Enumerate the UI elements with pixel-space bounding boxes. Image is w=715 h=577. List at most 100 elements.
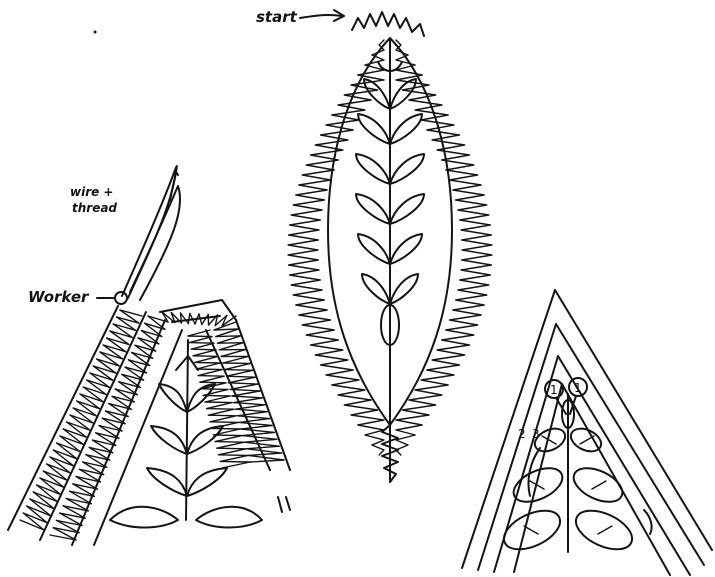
braid-hatch — [30, 499, 54, 509]
braid-cross — [241, 429, 274, 432]
braid-hatch — [208, 409, 234, 415]
braid-cross — [37, 485, 57, 502]
braid-hatch — [221, 350, 245, 357]
braid-hatch — [70, 415, 93, 423]
braid-hatch — [215, 436, 242, 442]
worker-leaflet-bottom-left — [110, 507, 178, 528]
worker-leaflet-right — [187, 468, 227, 496]
braid-hatch — [27, 506, 51, 516]
step-number-2: 2 — [518, 427, 526, 441]
stray-dot — [94, 31, 97, 34]
braid-hatch — [103, 345, 125, 352]
braid-cross — [245, 442, 280, 446]
braid-cross — [246, 449, 281, 453]
braid-cross — [50, 457, 70, 473]
wire-thread-label-line2: thread — [72, 201, 117, 215]
braid-cross — [197, 369, 223, 370]
braid-cross — [40, 478, 60, 494]
wire-loop-inner — [130, 186, 180, 300]
braid-hatch — [57, 443, 80, 452]
braid-cross — [195, 362, 220, 363]
braid-cross — [214, 435, 243, 436]
braid-cross — [207, 409, 234, 410]
braid-hatch — [227, 370, 253, 376]
worker-leaflet-left — [159, 384, 187, 412]
braid-cross — [190, 343, 214, 344]
start-label: start — [256, 8, 298, 26]
braid-cross — [73, 408, 93, 423]
braid-hatch — [77, 401, 100, 409]
braid-cross — [57, 443, 77, 459]
braid-hatch — [20, 520, 44, 530]
braid-hatch — [67, 422, 90, 430]
braid-cross — [53, 450, 73, 466]
braid-hatch — [202, 315, 209, 325]
start-arrow — [300, 15, 342, 18]
leaflet-left — [362, 274, 390, 304]
braid-cross — [217, 448, 246, 449]
braid-cross — [67, 422, 87, 437]
braid-cross — [225, 370, 253, 371]
worker-leaflet-bottom-right — [196, 507, 262, 528]
numbered-steps-diagram: 1 1 2 3 — [462, 290, 712, 575]
braid-cross — [200, 382, 226, 383]
braid-cross — [243, 436, 277, 440]
arrow-icon — [598, 526, 612, 534]
frame-left-2 — [40, 312, 146, 540]
braid-hatch — [197, 363, 221, 369]
braid-cross — [239, 422, 272, 425]
braid-hatch — [188, 314, 190, 324]
braid-hatch — [243, 432, 275, 435]
braid-hatch — [40, 478, 64, 487]
braid-hatch — [60, 436, 83, 444]
worker-leaflet-left — [151, 426, 187, 454]
step-number-1-right: 1 — [574, 381, 582, 395]
braid-cross — [220, 461, 250, 462]
leaflet-left — [364, 79, 390, 109]
leaflet-right — [390, 154, 424, 184]
braid-hatch — [246, 446, 279, 449]
braid-hatch — [73, 408, 96, 416]
braid-hatch — [37, 485, 61, 494]
braid-hatch — [33, 492, 57, 502]
step-stem-left — [556, 398, 566, 414]
leaflet-left — [358, 234, 390, 264]
worker-leaflet-right — [187, 426, 223, 454]
braid-hatch — [80, 394, 103, 402]
braid-hatch — [225, 363, 251, 369]
leaflet-right — [390, 274, 418, 304]
braid-cross — [23, 513, 44, 530]
leaflet-left — [358, 114, 390, 144]
leaf-tip-zigzag — [352, 12, 424, 36]
braid-cross — [188, 336, 212, 337]
braid-cross — [191, 349, 216, 350]
braid-hatch — [248, 453, 281, 455]
step-number-1-left: 1 — [550, 383, 558, 397]
braid-cross — [43, 471, 63, 487]
braid-hatch — [207, 403, 232, 409]
braid-hatch — [223, 357, 248, 364]
braid-hatch — [191, 343, 214, 349]
braid-hatch — [198, 370, 222, 376]
braid-cross — [208, 415, 236, 416]
braid-hatch — [250, 460, 284, 462]
braid-hatch — [217, 442, 244, 448]
braid-cross — [210, 422, 238, 423]
leaflet-left — [356, 194, 390, 224]
leaflet-left — [356, 154, 390, 184]
worker-leaflet-left — [147, 468, 187, 496]
braid-hatch — [241, 426, 272, 430]
braid-hatch — [219, 449, 246, 455]
arrow-icon — [580, 436, 594, 444]
braid-cross — [215, 442, 244, 443]
braid-cross — [228, 383, 257, 384]
chevron-2 — [478, 324, 704, 570]
braid-cross — [202, 389, 228, 390]
braid-hatch — [245, 439, 277, 442]
braid-hatch — [83, 387, 106, 395]
leaflet-right — [390, 79, 416, 109]
finished-leaf-diagram: start — [256, 8, 492, 482]
braid-hatch — [43, 471, 67, 480]
braid-cross — [33, 492, 54, 509]
